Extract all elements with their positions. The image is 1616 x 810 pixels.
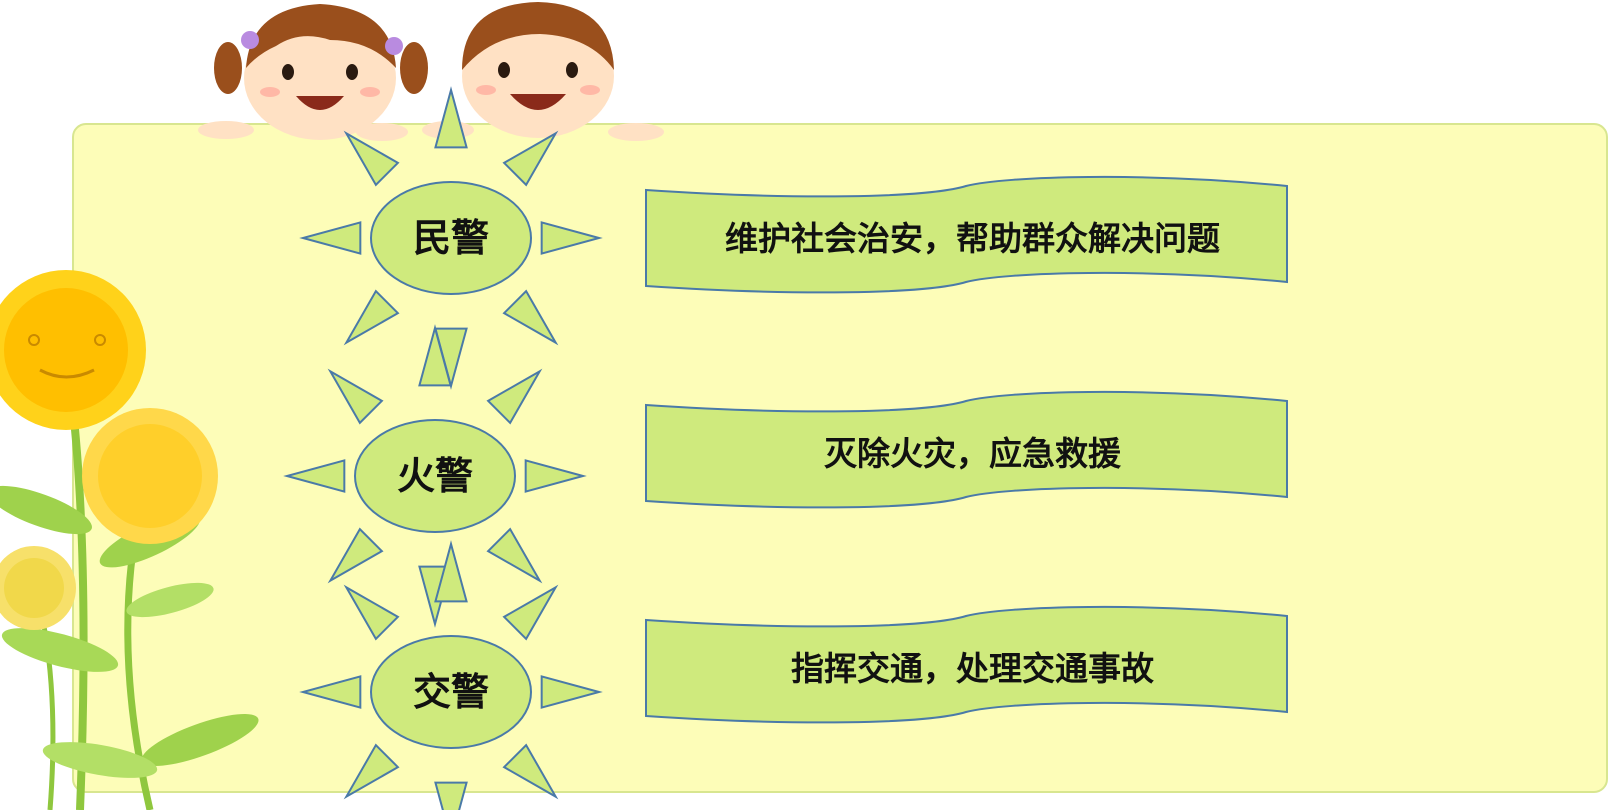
banner-description: 灭除火灾，应急救援 xyxy=(824,434,1122,473)
sun-ray xyxy=(486,368,543,425)
sun-shape: 民警 xyxy=(299,86,603,390)
sun-ray xyxy=(502,743,559,800)
girl-character-icon xyxy=(198,4,428,141)
banner-shape xyxy=(645,605,1288,724)
sun-ray xyxy=(343,289,400,346)
sun-label: 民警 xyxy=(413,216,489,260)
sun-ray xyxy=(434,86,468,149)
sun-ray xyxy=(540,221,603,255)
banner-description: 指挥交通，处理交通事故 xyxy=(791,649,1154,688)
sun-ray xyxy=(299,675,362,709)
sun-ray xyxy=(502,289,559,346)
sun-ray xyxy=(299,221,362,255)
sun-label: 交警 xyxy=(413,670,489,714)
sun-core xyxy=(370,181,532,295)
description-banner: 灭除火灾，应急救援 xyxy=(645,390,1288,509)
sun-ray xyxy=(486,527,543,584)
sun-label: 火警 xyxy=(397,454,473,498)
sun-ray xyxy=(540,675,603,709)
smiling-sunflower-icon xyxy=(0,270,259,810)
banner-description: 维护社会治安，帮助群众解决问题 xyxy=(725,219,1220,258)
sun-ray xyxy=(434,781,468,810)
sun-ray xyxy=(343,584,400,641)
description-banner: 指挥交通，处理交通事故 xyxy=(645,605,1288,724)
sun-ray xyxy=(502,130,559,187)
sun-ray xyxy=(343,743,400,800)
sun-core xyxy=(370,635,532,749)
sun-ray xyxy=(327,527,384,584)
description-banner: 维护社会治安，帮助群众解决问题 xyxy=(645,175,1288,294)
sun-ray xyxy=(524,459,587,493)
sun-ray xyxy=(434,540,468,603)
sun-ray xyxy=(418,324,452,387)
sun-ray xyxy=(343,130,400,187)
sun-ray xyxy=(327,368,384,425)
banner-shape xyxy=(645,390,1288,509)
sun-shape: 交警 xyxy=(299,540,603,810)
sun-ray xyxy=(283,459,346,493)
sun-shape: 火警 xyxy=(283,324,587,628)
sun-ray xyxy=(502,584,559,641)
sun-core xyxy=(354,419,516,533)
banner-shape xyxy=(645,175,1288,294)
